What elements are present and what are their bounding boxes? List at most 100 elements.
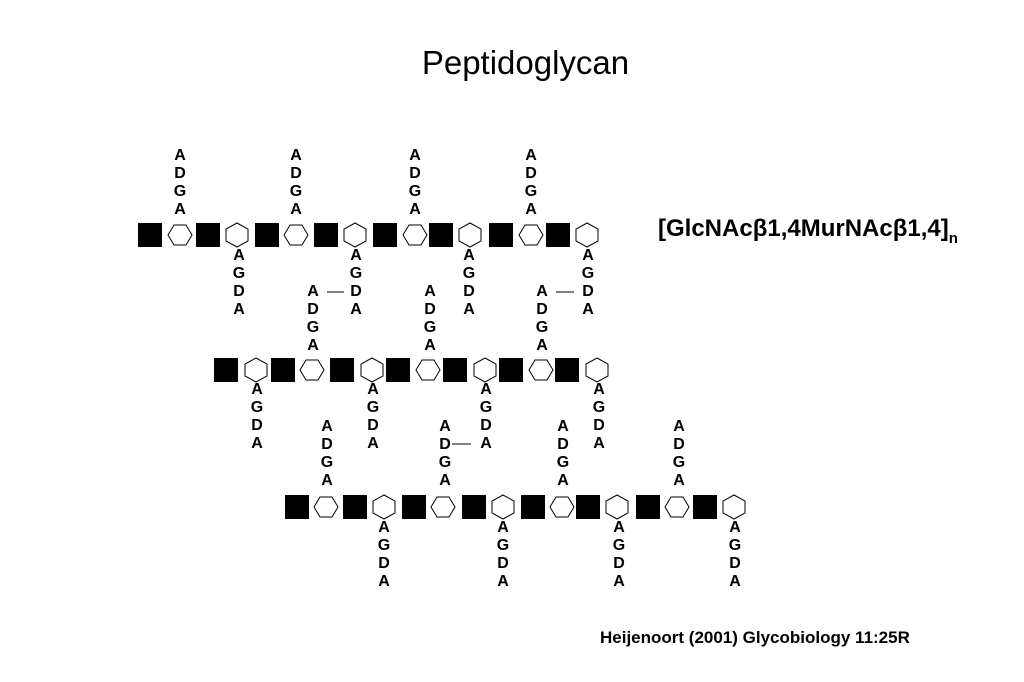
peptide-residue: A bbox=[729, 573, 741, 590]
peptide-residue: G bbox=[480, 399, 492, 416]
peptide-residue: G bbox=[307, 319, 319, 336]
peptide-residue: A bbox=[525, 147, 537, 164]
peptide-residue: D bbox=[321, 436, 333, 453]
peptide-residue: A bbox=[439, 472, 451, 489]
peptide-residue: A bbox=[350, 301, 362, 318]
glcnac-square bbox=[138, 223, 162, 247]
formula-suffix: 1,4] bbox=[907, 215, 949, 242]
peptide-residue: D bbox=[480, 417, 492, 434]
peptide-residue: A bbox=[480, 381, 492, 398]
peptide-residue: G bbox=[424, 319, 436, 336]
glcnac-square bbox=[489, 223, 513, 247]
peptide-residue: A bbox=[409, 201, 421, 218]
peptide-residue: D bbox=[497, 555, 509, 572]
peptide-residue: G bbox=[729, 537, 741, 554]
glcnac-square bbox=[462, 495, 486, 519]
peptide-residue: G bbox=[321, 454, 333, 471]
peptide-residue: D bbox=[233, 283, 245, 300]
peptide-residue: A bbox=[290, 147, 302, 164]
murnac-hexagon bbox=[528, 359, 554, 381]
peptide-residue: D bbox=[613, 555, 625, 572]
murnac-hexagon bbox=[473, 357, 497, 383]
murnac-hexagon bbox=[605, 494, 629, 520]
formula-mid: 1,4MurNAc bbox=[767, 215, 893, 242]
peptide-residue: A bbox=[613, 519, 625, 536]
glcnac-square bbox=[343, 495, 367, 519]
peptide-residue: G bbox=[233, 265, 245, 282]
murnac-hexagon bbox=[585, 357, 609, 383]
peptide-residue: G bbox=[378, 537, 390, 554]
peptide-residue: A bbox=[307, 337, 319, 354]
peptide-residue: D bbox=[307, 301, 319, 318]
murnac-hexagon bbox=[283, 224, 309, 246]
peptide-residue: A bbox=[367, 435, 379, 452]
peptide-residue: G bbox=[463, 265, 475, 282]
peptide-residue: A bbox=[463, 247, 475, 264]
peptide-residue: A bbox=[729, 519, 741, 536]
murnac-hexagon bbox=[430, 496, 456, 518]
murnac-hexagon bbox=[518, 224, 544, 246]
peptide-residue: A bbox=[439, 418, 451, 435]
glcnac-square bbox=[499, 358, 523, 382]
murnac-hexagon bbox=[664, 496, 690, 518]
glcnac-square bbox=[402, 495, 426, 519]
peptide-residue: A bbox=[613, 573, 625, 590]
peptide-residue: D bbox=[251, 417, 263, 434]
peptide-residue: A bbox=[673, 418, 685, 435]
murnac-hexagon bbox=[167, 224, 193, 246]
repeat-unit-formula: [GlcNAcβ1,4MurNAcβ1,4]n bbox=[658, 215, 958, 247]
glcnac-square bbox=[576, 495, 600, 519]
murnac-hexagon bbox=[225, 222, 249, 248]
peptide-residue: A bbox=[321, 418, 333, 435]
peptide-residue: A bbox=[480, 435, 492, 452]
formula-subscript: n bbox=[948, 230, 958, 247]
peptide-residue: D bbox=[350, 283, 362, 300]
peptide-residue: D bbox=[367, 417, 379, 434]
murnac-hexagon bbox=[549, 496, 575, 518]
peptide-residue: A bbox=[593, 381, 605, 398]
peptide-residue: G bbox=[536, 319, 548, 336]
peptide-residue: A bbox=[378, 573, 390, 590]
peptide-residue: A bbox=[497, 573, 509, 590]
peptide-residue: A bbox=[497, 519, 509, 536]
glcnac-square bbox=[330, 358, 354, 382]
peptide-residue: A bbox=[582, 247, 594, 264]
peptide-residue: A bbox=[409, 147, 421, 164]
peptide-residue: D bbox=[439, 436, 451, 453]
murnac-hexagon bbox=[415, 359, 441, 381]
murnac-hexagon bbox=[402, 224, 428, 246]
formula-beta-2: β bbox=[892, 215, 908, 242]
peptide-residue: A bbox=[557, 472, 569, 489]
peptide-residue: D bbox=[729, 555, 741, 572]
peptide-residue: A bbox=[321, 472, 333, 489]
peptide-residue: A bbox=[463, 301, 475, 318]
glcnac-square bbox=[285, 495, 309, 519]
murnac-hexagon bbox=[575, 222, 599, 248]
peptide-residue: G bbox=[673, 454, 685, 471]
glcnac-square bbox=[373, 223, 397, 247]
peptide-residue: A bbox=[582, 301, 594, 318]
glcnac-square bbox=[429, 223, 453, 247]
murnac-hexagon bbox=[372, 494, 396, 520]
peptide-residue: A bbox=[174, 147, 186, 164]
glcnac-square bbox=[314, 223, 338, 247]
peptide-residue: A bbox=[536, 337, 548, 354]
peptide-residue: G bbox=[251, 399, 263, 416]
peptide-residue: D bbox=[582, 283, 594, 300]
peptide-residue: A bbox=[307, 283, 319, 300]
peptide-residue: A bbox=[233, 247, 245, 264]
peptide-residue: A bbox=[174, 201, 186, 218]
peptide-residue: A bbox=[378, 519, 390, 536]
glcnac-square bbox=[521, 495, 545, 519]
peptide-residue: G bbox=[582, 265, 594, 282]
peptide-residue: D bbox=[525, 165, 537, 182]
peptide-residue: G bbox=[613, 537, 625, 554]
murnac-hexagon bbox=[458, 222, 482, 248]
peptide-residue: D bbox=[536, 301, 548, 318]
glcnac-square bbox=[546, 223, 570, 247]
peptide-residue: D bbox=[557, 436, 569, 453]
peptide-residue: G bbox=[557, 454, 569, 471]
peptide-residue: A bbox=[367, 381, 379, 398]
peptide-residue: G bbox=[350, 265, 362, 282]
